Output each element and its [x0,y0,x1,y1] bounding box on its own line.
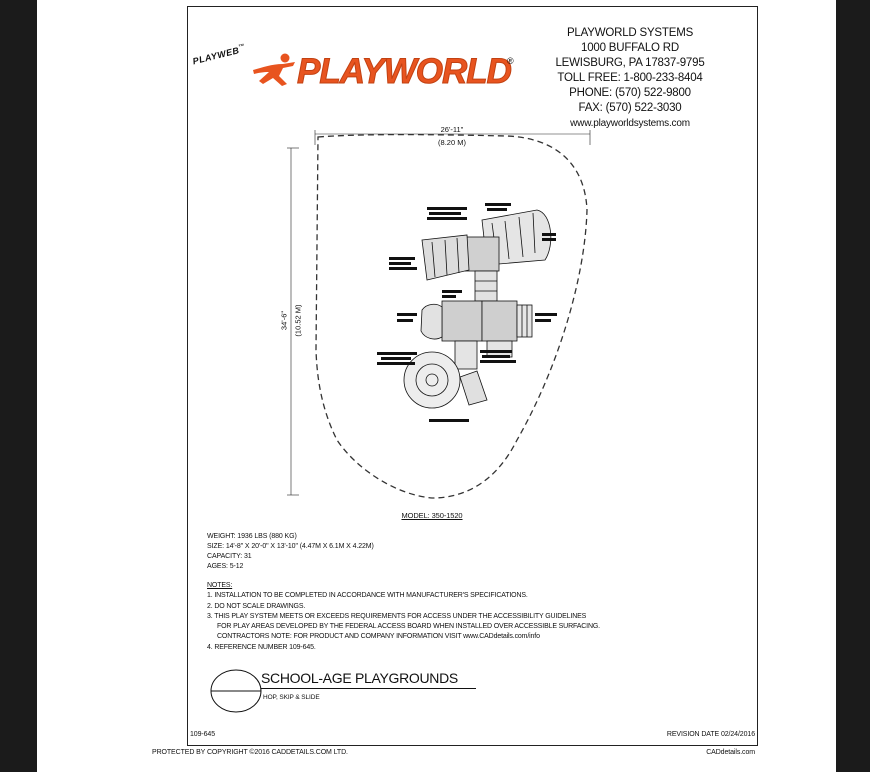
note-3-line-2: FOR PLAY AREAS DEVELOPED BY THE FEDERAL … [217,623,600,631]
specifications-block: WEIGHT: 1936 LBS (880 KG) SIZE: 14'-8" X… [207,532,507,572]
note-2: 2. DO NOT SCALE DRAWINGS. [207,602,306,610]
spec-capacity: CAPACITY: 31 [207,553,252,560]
drawing-title: SCHOOL-AGE PLAYGROUNDS [261,670,458,686]
drawing-sheet-border [187,6,758,746]
company-name: PLAYWORLD SYSTEMS [566,27,694,39]
copyright-notice: PROTECTED BY COPYRIGHT ©2016 CADDETAILS.… [152,749,348,756]
city-address: LEWISBURG, PA 17837-9795 [555,57,705,69]
reference-number: 109-645 [190,731,215,738]
note-1: 1. INSTALLATION TO BE COMPLETED IN ACCOR… [207,592,528,600]
caddetails-link[interactable]: CADdetails.com [706,749,755,756]
height-metric: (10.52 M) [293,304,303,337]
height-imperial: 34'-6" [279,310,289,331]
title-underline [261,688,476,689]
model-number: MODEL: 350-1520 [401,511,463,520]
drawing-page: PLAYWEB™ PLAYWORLD ® PLAYWORLD SYSTEMS 1… [37,0,836,772]
note-4: 4. REFERENCE NUMBER 109-645. [207,643,316,651]
contact-block: PLAYWORLD SYSTEMS 1000 BUFFALO RD LEWISB… [525,26,735,131]
toll-free-number: TOLL FREE: 1-800-233-8404 [557,72,703,84]
note-3-line-1: 3. THIS PLAY SYSTEM MEETS OR EXCEEDS REQ… [207,612,587,620]
notes-heading: NOTES: [207,582,233,589]
notes-block: NOTES: 1. INSTALLATION TO BE COMPLETED I… [207,581,647,653]
phone-number: PHONE: (570) 522-9800 [569,87,691,99]
play-structure-plan-drawing [377,203,557,422]
spec-weight: WEIGHT: 1936 LBS (880 KG) [207,533,297,540]
fax-number: FAX: (570) 522-3030 [578,102,682,114]
width-metric: (8.20 M) [438,138,466,147]
website-link[interactable]: www.playworldsystems.com [570,118,690,129]
title-symbol-icon [210,669,262,713]
drawing-subtitle: HOP, SKIP & SLIDE [263,694,320,701]
registered-symbol: ® [507,56,514,66]
spec-size: SIZE: 14'-8" X 20'-0" X 13'-10" (4.47M X… [207,543,374,550]
playworld-logo-text: PLAYWORLD [297,52,513,92]
logo-wordmark: PLAYWORLD [297,52,513,92]
callout-labels [377,203,557,422]
spec-ages: AGES: 5-12 [207,563,244,570]
dimension-lines [287,130,591,499]
street-address: 1000 BUFFALO RD [581,42,679,54]
revision-date: REVISION DATE 02/24/2016 [666,731,755,738]
playworld-figure-icon [253,53,295,86]
width-imperial: 26'-11" [440,125,464,134]
note-3-line-3: CONTRACTORS NOTE: FOR PRODUCT AND COMPAN… [217,633,540,641]
